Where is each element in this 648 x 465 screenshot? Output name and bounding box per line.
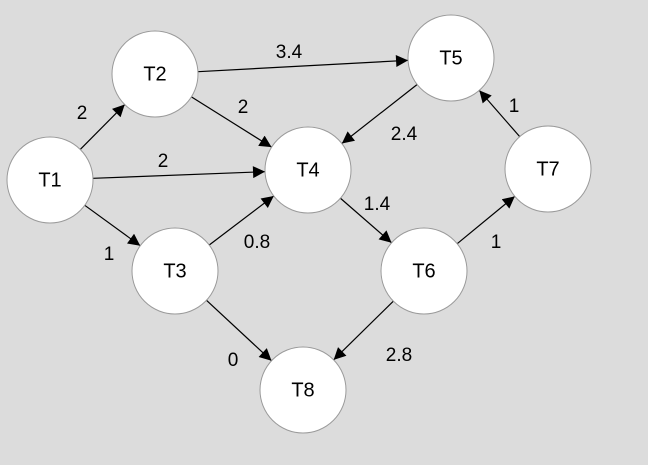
- edge-t2-t4: [191, 96, 272, 148]
- edge-t3-t8: [206, 299, 272, 362]
- node-circle-t1: [6, 136, 94, 224]
- node-label-t2: T2: [143, 63, 166, 85]
- edge-weight-t5-t4: 2.4: [391, 124, 418, 145]
- edge-weight-t6-t7: 1: [491, 232, 502, 253]
- node-label-t8: T8: [291, 379, 314, 401]
- edges-layer: [79, 54, 521, 362]
- node-circle-t4: [264, 126, 352, 214]
- edge-t6-t8: [333, 300, 394, 361]
- node-circle-t6: [380, 227, 468, 315]
- node-circle-t3: [131, 227, 219, 315]
- edge-weight-t1-t3: 1: [104, 244, 115, 265]
- edge-t1-t3: [84, 204, 141, 247]
- edge-weight-t1-t4: 2: [158, 151, 169, 172]
- edge-weight-t3-t4: 0.8: [244, 232, 270, 253]
- edge-weight-t2-t4: 2: [238, 97, 249, 118]
- edge-t4-t6: [340, 197, 392, 244]
- node-circle-t5: [407, 14, 495, 102]
- node-label-t5: T5: [439, 47, 462, 69]
- node-label-t7: T7: [536, 158, 559, 180]
- node-t8: T8: [259, 346, 347, 434]
- node-t5: T5: [407, 14, 495, 102]
- edge-t6-t7: [456, 195, 516, 245]
- edge-weight-t6-t8: 2.8: [386, 345, 412, 366]
- node-circle-t8: [259, 346, 347, 434]
- edge-weight-t7-t5: 1: [509, 96, 520, 117]
- edge-weight-t1-t2: 2: [77, 103, 88, 124]
- edge-t7-t5: [478, 89, 521, 138]
- node-t2: T2: [111, 30, 199, 118]
- node-circle-t2: [111, 30, 199, 118]
- node-t4: T4: [264, 126, 352, 214]
- node-circle-t7: [504, 125, 592, 213]
- edge-weight-t2-t5: 3.4: [276, 42, 303, 63]
- node-label-t3: T3: [163, 260, 186, 282]
- edge-t3-t4: [208, 195, 275, 246]
- edge-weight-t4-t6: 1.4: [364, 194, 391, 215]
- node-t1: T1: [6, 136, 94, 224]
- edge-weight-t3-t8: 0: [228, 350, 239, 371]
- edge-t5-t4: [341, 84, 418, 144]
- node-t6: T6: [380, 227, 468, 315]
- edge-t2-t5: [197, 54, 409, 73]
- node-label-t6: T6: [412, 260, 435, 282]
- node-t7: T7: [504, 125, 592, 213]
- node-label-t4: T4: [296, 159, 319, 181]
- edge-t1-t2: [79, 104, 126, 150]
- edge-t1-t4: [92, 166, 266, 179]
- node-t3: T3: [131, 227, 219, 315]
- node-label-t1: T1: [38, 169, 61, 191]
- edge-labels-layer: 2 2 1 3.4 2 0.8 0 2.4 1.4 1 1 2.8: [77, 42, 520, 371]
